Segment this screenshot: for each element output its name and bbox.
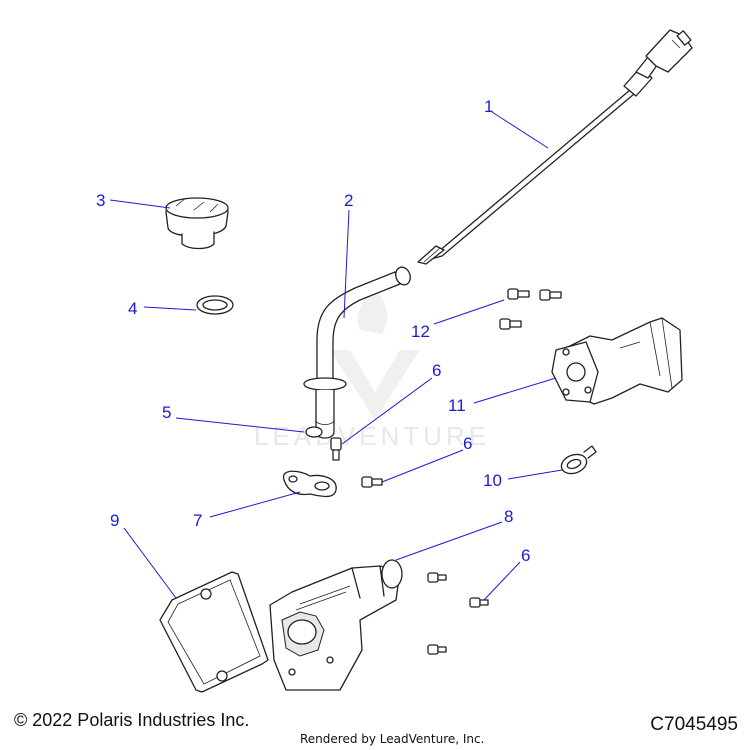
callout-7: 7 bbox=[193, 511, 202, 530]
bolt-mid bbox=[361, 476, 383, 488]
leader-6c bbox=[483, 561, 521, 601]
leader-7 bbox=[209, 491, 301, 518]
callout-8: 8 bbox=[504, 507, 513, 526]
leader-9 bbox=[123, 527, 177, 599]
leader-lines bbox=[109, 111, 563, 601]
filter-adapter bbox=[551, 317, 683, 405]
leader-3 bbox=[109, 199, 171, 209]
leader-6b bbox=[381, 449, 464, 483]
figure-id: C7045495 bbox=[650, 714, 738, 735]
callout-10: 10 bbox=[483, 471, 502, 490]
bolt-upper bbox=[330, 437, 342, 461]
oil-filler-cap bbox=[165, 197, 229, 250]
leader-5 bbox=[175, 417, 305, 433]
leader-12 bbox=[433, 299, 505, 325]
callout-6-middle: 6 bbox=[463, 434, 472, 453]
leader-8 bbox=[395, 521, 503, 561]
callout-1: 1 bbox=[484, 97, 493, 116]
bolt-lower-c bbox=[427, 644, 447, 655]
dipstick bbox=[417, 29, 693, 265]
watermark-text: LEADVENTURE bbox=[254, 421, 490, 451]
leader-11 bbox=[473, 377, 557, 404]
hose-clip bbox=[560, 445, 597, 475]
callout-9: 9 bbox=[110, 511, 119, 530]
watermark-logo: LEADVENTURE bbox=[254, 282, 490, 451]
callout-5: 5 bbox=[162, 403, 171, 422]
bolt-12-b bbox=[539, 289, 562, 301]
o-ring-large bbox=[196, 295, 234, 315]
bolt-lower-b bbox=[469, 597, 489, 608]
leader-1 bbox=[491, 111, 549, 149]
bolt-lower-a bbox=[427, 572, 447, 583]
bolt-12-a bbox=[507, 288, 530, 300]
callout-3: 3 bbox=[96, 191, 105, 210]
oil-housing bbox=[269, 559, 403, 691]
rendered-by-credit: Rendered by LeadVenture, Inc. bbox=[300, 732, 485, 746]
dipstick-tube bbox=[303, 266, 411, 439]
leader-2 bbox=[343, 209, 350, 319]
callout-11: 11 bbox=[448, 396, 466, 415]
copyright-notice: © 2022 Polaris Industries Inc. bbox=[14, 710, 250, 730]
callout-2: 2 bbox=[344, 191, 353, 210]
callout-12: 12 bbox=[411, 322, 430, 341]
leader-4 bbox=[143, 306, 197, 311]
bolt-12-c bbox=[499, 318, 522, 330]
cover-gasket bbox=[159, 571, 269, 693]
leader-6a bbox=[341, 377, 433, 445]
o-ring-small bbox=[305, 426, 323, 438]
callout-6-lower: 6 bbox=[521, 546, 530, 565]
callout-4: 4 bbox=[128, 299, 137, 318]
leader-10 bbox=[507, 469, 563, 480]
callout-6-upper: 6 bbox=[432, 361, 441, 380]
tube-gasket bbox=[282, 470, 337, 498]
